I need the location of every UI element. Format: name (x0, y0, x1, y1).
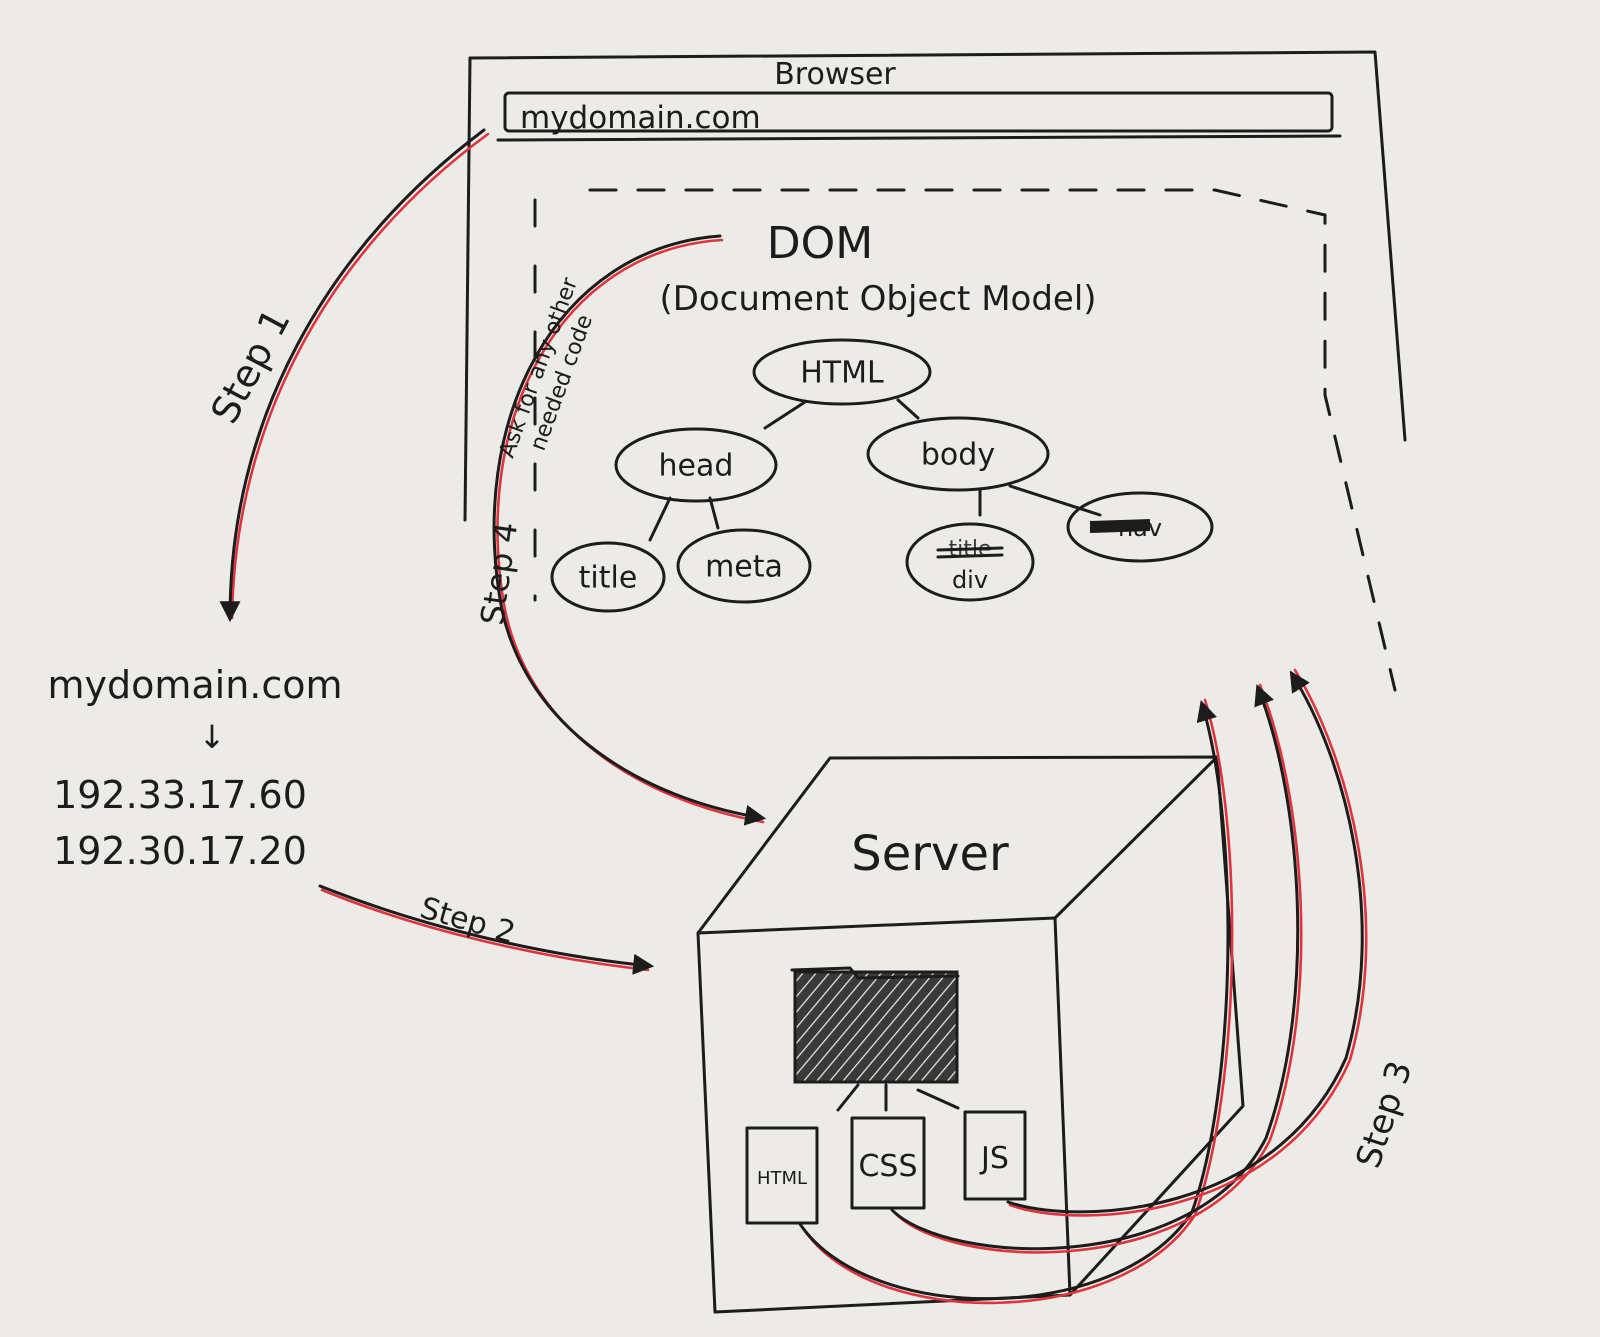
dns-domain: mydomain.com (47, 663, 342, 707)
browser-window: Browser mydomain.com (463, 50, 1407, 522)
dom-subtitle: (Document Object Model) (659, 279, 1096, 319)
dns-ip-1: 192.33.17.60 (53, 773, 307, 817)
server-label: Server (851, 826, 1009, 882)
step-2-line (318, 884, 655, 975)
node-title-label: title (579, 561, 638, 596)
server-top-face (696, 755, 1219, 935)
node-body: body (866, 416, 1050, 492)
address-bar-underline (496, 134, 1342, 142)
step-1-line (219, 128, 486, 623)
address-bar-text: mydomain.com (520, 100, 761, 136)
dom-title: DOM (767, 218, 873, 269)
step-3-arc-js (1006, 670, 1364, 1214)
node-meta-label: meta (705, 550, 783, 585)
dns-lookup: mydomain.com ↓ 192.33.17.60 192.30.17.20 (47, 663, 342, 873)
browser-title: Browser (774, 57, 896, 92)
file-css-label: CSS (858, 1149, 917, 1184)
node-nav: nav (1066, 491, 1214, 563)
node-html-label: HTML (800, 356, 884, 391)
step-4-red-line (496, 238, 765, 824)
node-title: title (550, 541, 666, 613)
step-1-red-line (230, 132, 490, 620)
step-4-line (492, 234, 767, 826)
node-meta: meta (676, 528, 812, 604)
dom-region-border (588, 188, 1397, 692)
file-js-box: JS (963, 1110, 1027, 1201)
node-head-label: head (659, 449, 734, 484)
node-html: HTML (752, 338, 932, 406)
step-2-label: Step 2 (416, 891, 519, 951)
file-html-label: HTML (757, 1168, 807, 1189)
folder-branches (836, 1083, 960, 1112)
browser-frame-left (463, 56, 472, 522)
server-folder-icon (790, 966, 960, 1084)
node-div-label: div (952, 566, 988, 594)
dom-tree-edges (648, 398, 1102, 542)
server-cube: Server HTML CSS JS (696, 755, 1245, 1314)
dns-ip-2: 192.30.17.20 (53, 829, 307, 873)
file-html-box: HTML (745, 1126, 819, 1225)
file-js-label: JS (979, 1141, 1009, 1176)
browser-frame-top (468, 50, 1407, 442)
step-2-red-line (320, 888, 650, 972)
scratch-out-mark-2 (1089, 519, 1151, 533)
step-1-label: Step 1 (202, 301, 298, 430)
step-4-arrow: Step 4 Ask for any other needed code (473, 234, 767, 826)
step-4-label: Step 4 (473, 520, 525, 628)
file-css-box: CSS (850, 1116, 926, 1210)
step-3-red-arc-css (893, 683, 1303, 1254)
scratch-out-mark (936, 546, 1004, 559)
step-3-label: Step 3 (1349, 1056, 1421, 1173)
node-div: title div (905, 522, 1035, 602)
node-body-label: body (921, 438, 995, 473)
dns-arrow: ↓ (199, 718, 226, 756)
node-head: head (614, 427, 778, 503)
address-bar[interactable] (503, 91, 1334, 133)
step-2-arrow: Step 2 (318, 884, 655, 975)
step-3-arc-css (890, 684, 1300, 1251)
step-1-arrow: Step 1 (202, 128, 490, 623)
step-3-red-arc-js (1008, 668, 1368, 1217)
